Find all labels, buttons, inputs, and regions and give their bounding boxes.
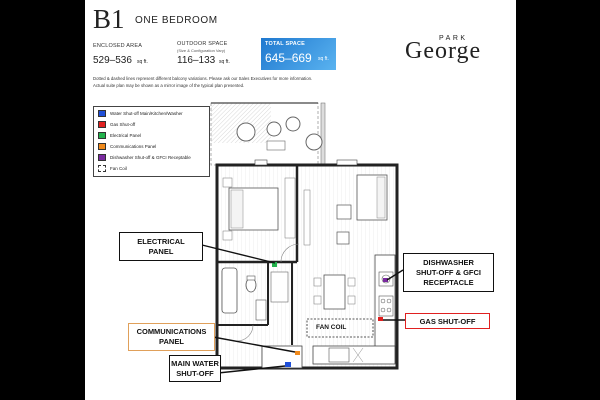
enclosed-area-label: ENCLOSED AREA [93, 43, 143, 49]
legend-item-communications: Communications Panel [98, 143, 156, 150]
callout-gas-shutoff: GAS SHUT-OFF [405, 313, 490, 329]
brand-george: George [405, 38, 482, 64]
legend-item-gas: Gas Shut-off [98, 121, 135, 128]
legend-item-dishwasher: Dishwasher Shut-off & GFCI Receptable [98, 154, 191, 161]
kitchen [306, 254, 396, 365]
legend-label: Dishwasher Shut-off & GFCI Receptable [110, 155, 191, 160]
callout-text: RECEPTACLE [423, 277, 474, 287]
legend-label: Water Shut-off Main/Kitchen/Washer [110, 111, 183, 116]
floor-plan-sheet: B1 ONE BEDROOM ENCLOSED AREA 529–536 sq … [85, 0, 516, 400]
legend-item-water: Water Shut-off Main/Kitchen/Washer [98, 110, 183, 117]
orange-square-icon [98, 143, 106, 150]
legend-item-electrical: Electrical Panel [98, 132, 141, 139]
outdoor-space-value: 116–133 [177, 55, 216, 66]
brand-park: PARK [439, 35, 468, 42]
callout-text: PANEL [159, 337, 184, 346]
callout-text: PANEL [148, 246, 174, 256]
legend-label: Electrical Panel [110, 133, 142, 138]
callout-communications-panel: COMMUNICATIONS PANEL [128, 323, 215, 351]
legend-label: Fan Coil [110, 166, 127, 171]
floor-plan-drawing [201, 102, 405, 374]
legend: Water Shut-off Main/Kitchen/Washer Gas S… [93, 106, 210, 177]
callout-text: SHUT-OFF [176, 368, 214, 378]
dining-table [313, 274, 356, 310]
dashed-square-icon [98, 165, 106, 172]
total-space-box: TOTAL SPACE 645–669 sq ft. [261, 38, 336, 70]
unit-code: B1 [93, 4, 125, 34]
total-space-value: 645–669 [265, 51, 312, 65]
blue-square-icon [98, 110, 106, 117]
note-line-2: Actual suite plan may be shown as a mirr… [93, 83, 245, 88]
dishwasher-marker [383, 278, 388, 282]
callout-lines [201, 244, 405, 374]
legend-item-fan-coil: Fan Coil [98, 165, 127, 172]
gas-shutoff-marker [378, 317, 383, 321]
outdoor-space-unit: sq ft. [219, 59, 230, 65]
legend-label: Communications Panel [110, 144, 157, 149]
callout-text: DISHWASHER [423, 257, 474, 267]
fan-coil-outline [306, 318, 374, 338]
water-shutoff-marker [285, 362, 291, 367]
outdoor-space-label: OUTDOOR SPACE [177, 41, 228, 47]
outdoor-space-note: (Size & Configuration Vary) [177, 48, 226, 53]
callout-text: COMMUNICATIONS [136, 327, 207, 336]
total-space-label: TOTAL SPACE [265, 41, 305, 47]
enclosed-area-unit: sq ft. [137, 59, 148, 65]
electrical-panel-marker [272, 262, 277, 267]
callout-text: ELECTRICAL [137, 236, 185, 246]
green-square-icon [98, 132, 106, 139]
callout-main-water: MAIN WATER SHUT-OFF [169, 355, 221, 382]
balcony [210, 102, 326, 166]
red-square-icon [98, 121, 106, 128]
total-space-unit: sq ft. [318, 56, 329, 62]
note-line-1: Dotted & dashed lines represent differen… [93, 76, 313, 81]
purple-square-icon [98, 154, 106, 161]
callout-text: MAIN WATER [171, 358, 219, 368]
communications-panel-marker [295, 351, 300, 355]
enclosed-area-value: 529–536 [93, 55, 132, 66]
unit-type: ONE BEDROOM [135, 15, 218, 26]
callout-electrical-panel: ELECTRICAL PANEL [119, 232, 203, 261]
callout-text: GAS SHUT-OFF [419, 316, 476, 326]
living-furniture [303, 174, 388, 246]
callout-dishwasher: DISHWASHER SHUT-OFF & GFCI RECEPTACLE [403, 253, 494, 292]
bathroom-fixtures [221, 262, 289, 342]
fan-coil-label: FAN COIL [316, 324, 347, 331]
legend-label: Gas Shut-off [110, 122, 136, 127]
bedroom-furniture [222, 177, 300, 263]
callout-text: SHUT-OFF & GFCI [416, 267, 481, 277]
